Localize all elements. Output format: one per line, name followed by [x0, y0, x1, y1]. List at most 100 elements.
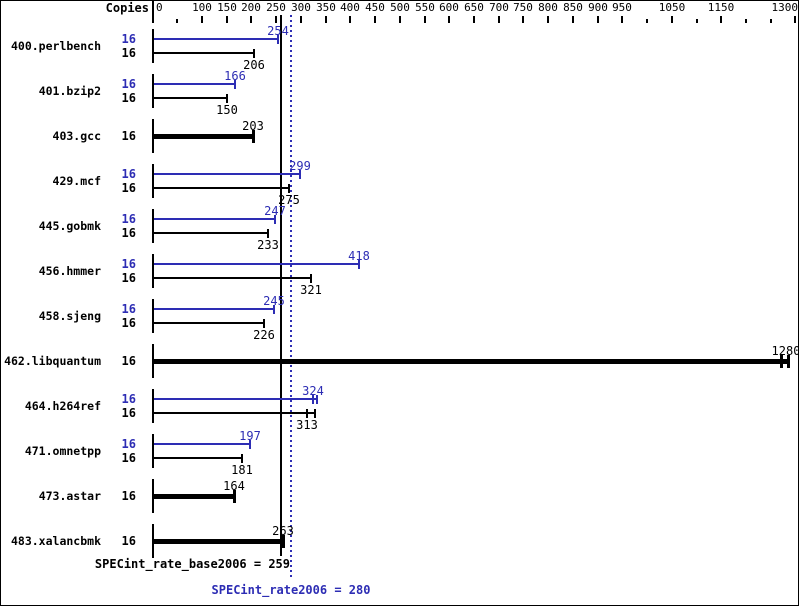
peak-bar — [154, 443, 250, 445]
run-mark — [316, 395, 318, 404]
both-bar — [154, 494, 234, 499]
axis-tick-label: 1150 — [707, 1, 735, 14]
copies-value: 16 — [121, 489, 136, 503]
both-value-label: 203 — [242, 119, 264, 133]
group-axis-segment — [152, 344, 154, 378]
copies-value: 16 — [121, 46, 136, 60]
both-value-label: 1280 — [771, 344, 799, 358]
axis-major-tick — [399, 16, 401, 23]
axis-tick-label: 650 — [464, 1, 484, 14]
axis-tick-label: 850 — [563, 1, 583, 14]
copies-value: 16 — [121, 129, 136, 143]
base-value-label: 275 — [278, 193, 300, 207]
axis-major-tick — [498, 16, 500, 23]
axis-tick-label: 0 — [156, 1, 163, 14]
peak-value-label: 197 — [239, 429, 261, 443]
benchmark-name: 456.hmmer — [38, 264, 101, 278]
axis-major-tick — [448, 16, 450, 23]
copies-value: 16 — [121, 32, 136, 46]
both-bar — [154, 359, 788, 364]
run-mark — [787, 355, 790, 368]
benchmark-name: 483.xalancbmk — [10, 534, 101, 548]
base-bar — [154, 52, 254, 54]
copies-value: 16 — [121, 534, 136, 548]
run-mark — [312, 395, 314, 404]
peak-value-label: 418 — [348, 249, 370, 263]
run-mark — [288, 184, 290, 193]
group-axis-segment — [152, 209, 154, 243]
benchmark-name: 445.gobmk — [38, 219, 101, 233]
axis-minor-tick — [696, 19, 698, 23]
base-bar — [154, 97, 227, 99]
axis-tick-label: 250 — [266, 1, 286, 14]
copies-value: 16 — [121, 91, 136, 105]
peak-bar — [154, 218, 275, 220]
axis-tick-label: 450 — [365, 1, 385, 14]
summary-base-label: SPECint_rate_base2006 = 259 — [94, 557, 290, 571]
axis-minor-tick — [646, 19, 648, 23]
axis-major-tick — [300, 16, 302, 23]
run-mark — [252, 130, 255, 143]
peak-bar — [154, 38, 278, 40]
both-bar — [154, 134, 253, 139]
peak-value-label: 324 — [302, 384, 324, 398]
both-bar — [154, 539, 283, 544]
peak-bar — [154, 83, 235, 85]
run-mark — [249, 440, 251, 449]
copies-value: 16 — [121, 316, 136, 330]
benchmark-name: 429.mcf — [52, 174, 101, 188]
base-mean-line — [280, 15, 282, 556]
base-value-label: 206 — [243, 58, 265, 72]
axis-major-tick — [374, 16, 376, 23]
axis-major-tick — [720, 16, 722, 23]
benchmark-name: 401.bzip2 — [38, 84, 101, 98]
run-mark — [233, 490, 236, 503]
axis-major-tick — [349, 16, 351, 23]
axis-tick-label: 150 — [217, 1, 237, 14]
run-mark — [273, 305, 275, 314]
run-mark — [314, 409, 316, 418]
base-bar — [154, 277, 311, 279]
copies-value: 16 — [121, 302, 136, 316]
copies-value: 16 — [121, 226, 136, 240]
axis-tick-label: 200 — [241, 1, 261, 14]
base-bar — [154, 412, 315, 414]
base-value-label: 321 — [300, 283, 322, 297]
run-mark — [282, 535, 285, 548]
copies-value: 16 — [121, 392, 136, 406]
axis-major-tick — [621, 16, 623, 23]
group-axis-segment — [152, 389, 154, 423]
benchmark-name: 464.h264ref — [24, 399, 101, 413]
axis-tick-label: 950 — [612, 1, 632, 14]
group-axis-segment — [152, 254, 154, 288]
copies-value: 16 — [121, 257, 136, 271]
axis-major-tick — [250, 16, 252, 23]
axis-tick-label: 100 — [192, 1, 212, 14]
axis-major-tick — [152, 16, 154, 23]
axis-tick-label: 300 — [291, 1, 311, 14]
run-mark — [299, 170, 301, 179]
both-value-label: 263 — [272, 524, 294, 538]
base-bar — [154, 187, 289, 189]
axis-major-tick — [522, 16, 524, 23]
axis-tick-label: 1050 — [658, 1, 686, 14]
copies-value: 16 — [121, 406, 136, 420]
axis-major-tick — [473, 16, 475, 23]
copies-value: 16 — [121, 271, 136, 285]
axis-tick-label: 600 — [439, 1, 459, 14]
copies-value: 16 — [121, 354, 136, 368]
benchmark-name: 458.sjeng — [38, 309, 101, 323]
axis-minor-tick — [745, 19, 747, 23]
benchmark-name: 473.astar — [38, 489, 101, 503]
group-axis-segment — [152, 299, 154, 333]
copies-column-header: Copies — [105, 1, 149, 15]
axis-minor-tick — [770, 19, 772, 23]
copies-value: 16 — [121, 181, 136, 195]
run-mark — [267, 229, 269, 238]
peak-bar — [154, 263, 359, 265]
benchmark-name: 462.libquantum — [4, 354, 101, 368]
run-mark — [358, 260, 360, 269]
axis-tick-label: 800 — [538, 1, 558, 14]
run-mark — [253, 49, 255, 58]
